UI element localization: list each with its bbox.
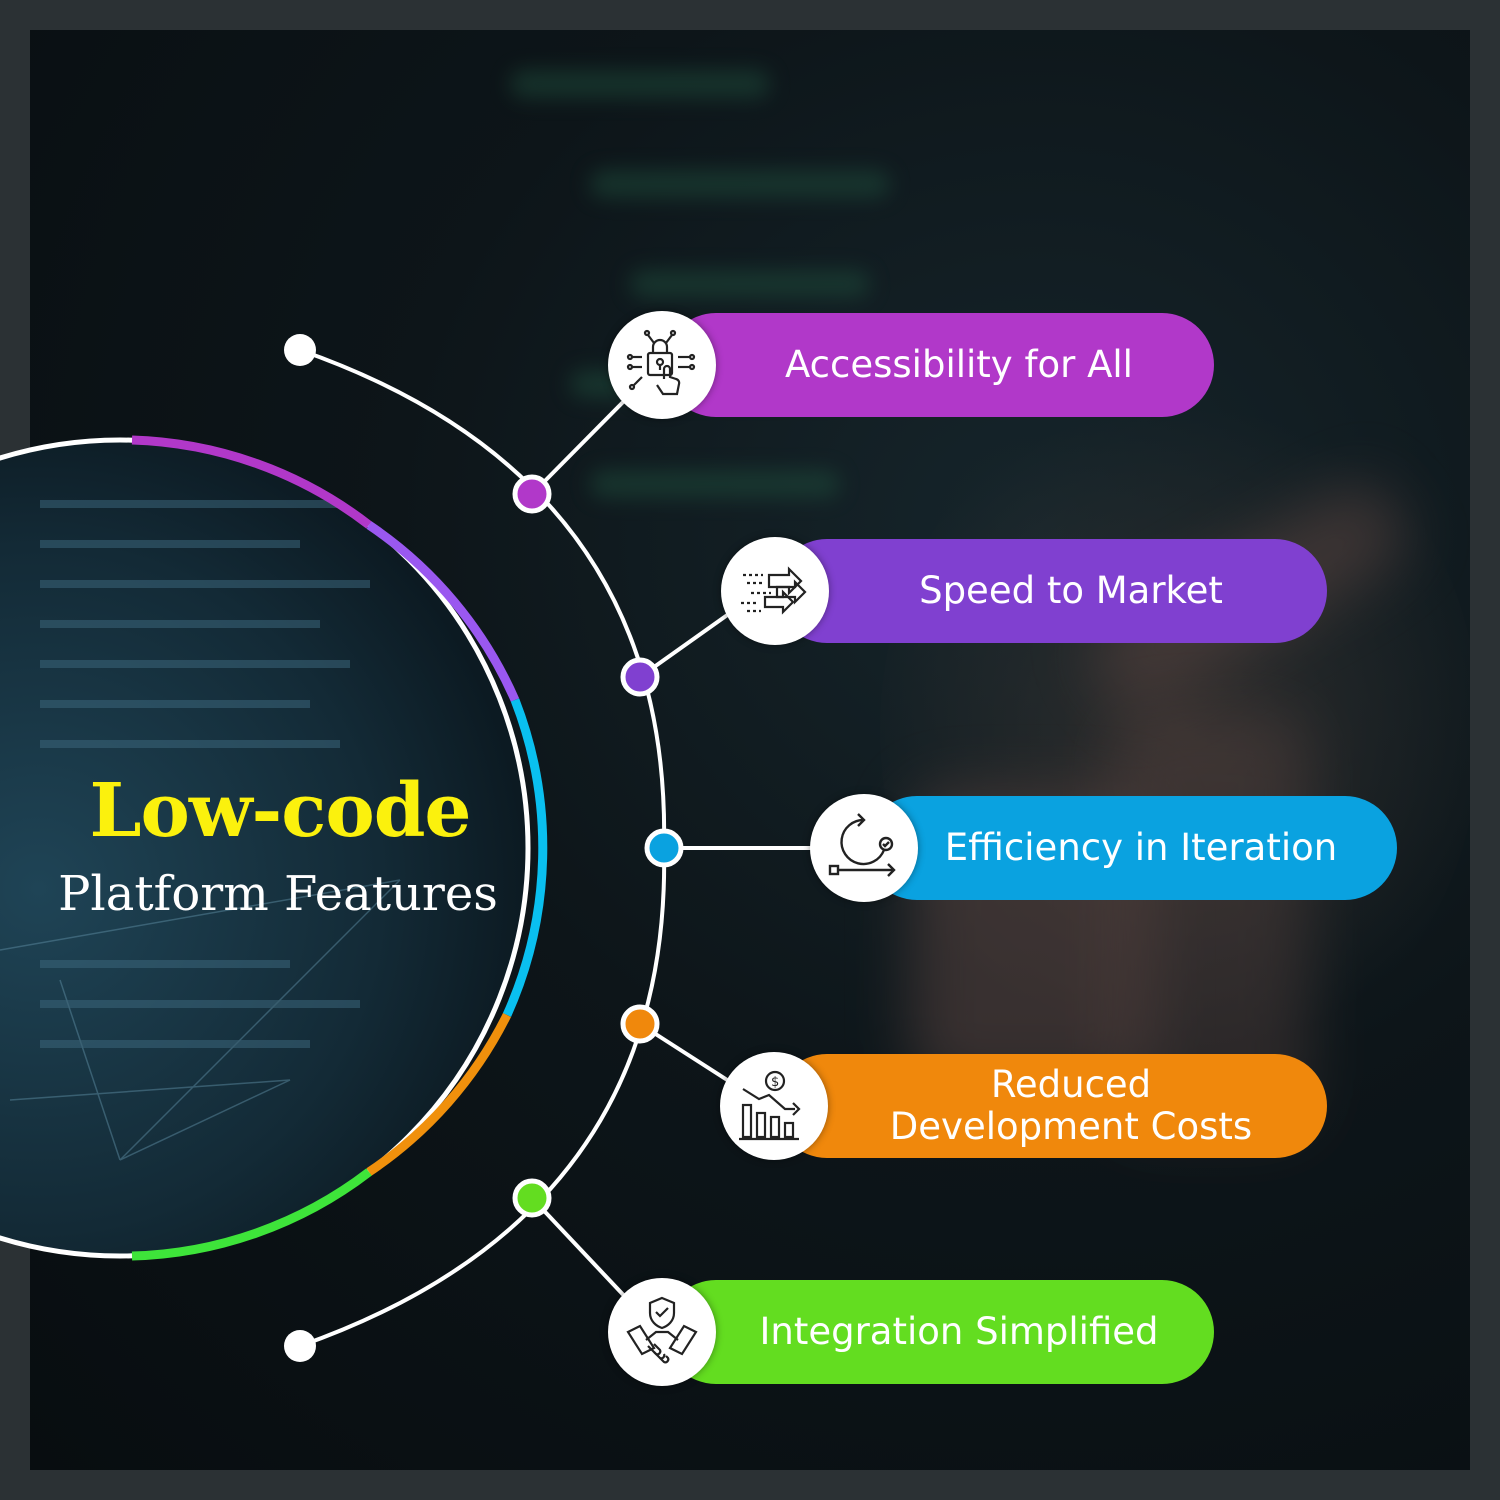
feature-pill-integration: Integration Simplified: [664, 1280, 1214, 1384]
background-blur-line: [590, 470, 840, 498]
ring-segment-purple: [131, 435, 372, 529]
node-dot-efficiency: [644, 828, 684, 868]
feature-pill-cost: Reduced Development Costs: [775, 1054, 1327, 1158]
background-blur-line: [590, 170, 890, 198]
ring-segment-blue: [502, 698, 548, 1017]
ring-segment-violet: [366, 521, 520, 702]
feature-pill-efficiency: Efficiency in Iteration: [865, 796, 1397, 900]
background-blur-line: [510, 70, 770, 98]
feature-label: Efficiency in Iteration: [944, 826, 1338, 869]
node-dot-integration: [512, 1178, 552, 1218]
connector-lines: [530, 393, 820, 1304]
arc-end-dot-bottom: [284, 1330, 316, 1362]
lock-touch-icon: [608, 311, 716, 419]
node-dots: [512, 474, 684, 1218]
background-blur-line: [630, 270, 870, 298]
cost-reduction-icon: $: [720, 1052, 828, 1160]
node-dot-speed: [620, 657, 660, 697]
feature-label: Integration Simplified: [759, 1310, 1159, 1353]
color-ring: [131, 435, 548, 1261]
fast-arrows-icon: [721, 537, 829, 645]
arc-end-dot-top: [284, 334, 316, 366]
svg-text:$: $: [771, 1075, 779, 1090]
feature-label-line1: Reduced: [990, 1063, 1152, 1106]
iteration-cycle-icon: [810, 794, 918, 902]
big-circle: [0, 437, 531, 1259]
feature-label: Accessibility for All: [785, 343, 1133, 386]
feature-pill-speed: Speed to Market: [775, 539, 1327, 643]
handshake-shield-icon: [608, 1278, 716, 1386]
node-dot-accessibility: [512, 474, 552, 514]
ring-segment-orange: [366, 1012, 512, 1176]
feature-pill-accessibility: Accessibility for All: [664, 313, 1214, 417]
feature-label-line2: Development Costs: [889, 1105, 1253, 1148]
feature-label: Speed to Market: [919, 569, 1223, 612]
ring-segment-green: [131, 1168, 372, 1261]
node-dot-cost: [620, 1004, 660, 1044]
